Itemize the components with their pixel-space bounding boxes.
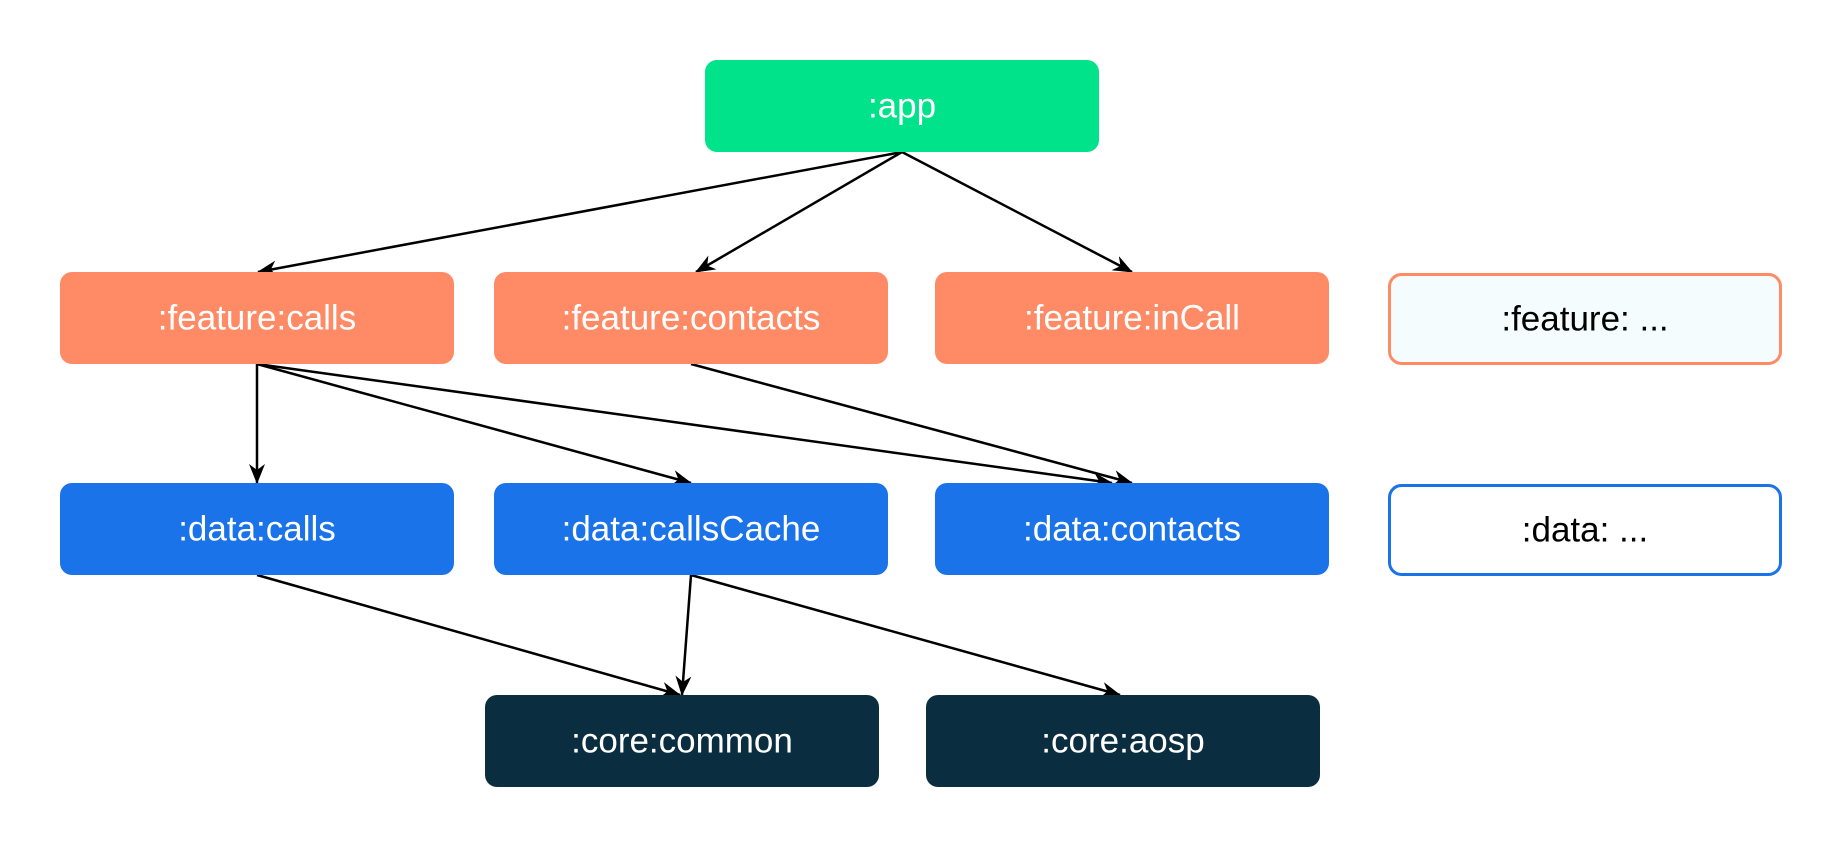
node-box-core-common	[485, 695, 879, 787]
node-data-callscache: :data:callsCache	[494, 483, 888, 575]
node-label-core-common: :core:common	[571, 722, 793, 761]
edge-feature-contacts-to-data-contacts	[690, 362, 1133, 486]
edge-app-to-feature-calls	[257, 150, 903, 277]
edge-data-callscache-to-core-common	[675, 574, 693, 696]
node-box-data-callscache	[494, 483, 888, 575]
nodes-layer: :app :feature:calls :feature:contacts :feat…	[60, 60, 1782, 787]
edges-layer	[249, 150, 1133, 698]
node-label-app: :app	[868, 87, 936, 126]
node-app: :app	[705, 60, 1099, 152]
node-label-feature-calls: :feature:calls	[158, 299, 356, 338]
edge-feature-calls-to-data-contacts	[256, 362, 1113, 489]
node-label-feature-contacts: :feature:contacts	[562, 299, 821, 338]
node-data-contacts: :data:contacts	[935, 483, 1329, 575]
node-label-data-more: :data: ...	[1522, 511, 1648, 550]
edge-app-to-feature-incall	[901, 150, 1133, 274]
node-box-core-aosp	[926, 695, 1320, 787]
node-data-more: :data: ...	[1388, 484, 1782, 576]
node-feature-contacts: :feature:contacts	[494, 272, 888, 364]
node-box-feature-more	[1388, 273, 1782, 365]
node-label-data-calls: :data:calls	[178, 510, 336, 549]
edge-feature-calls-to-data-callscache	[256, 362, 692, 486]
node-box-feature-contacts	[494, 272, 888, 364]
node-box-data-more	[1388, 484, 1782, 576]
node-box-data-calls	[60, 483, 454, 575]
edge-app-to-feature-contacts	[695, 150, 903, 274]
node-label-data-callscache: :data:callsCache	[562, 510, 821, 549]
node-feature-more: :feature: ...	[1388, 273, 1782, 365]
node-label-feature-more: :feature: ...	[1501, 300, 1668, 339]
node-box-feature-incall	[935, 272, 1329, 364]
node-feature-incall: :feature:inCall	[935, 272, 1329, 364]
node-box-app	[705, 60, 1099, 152]
node-feature-calls: :feature:calls	[60, 272, 454, 364]
node-core-common: :core:common	[485, 695, 879, 787]
node-core-aosp: :core:aosp	[926, 695, 1320, 787]
node-label-data-contacts: :data:contacts	[1023, 510, 1241, 549]
edge-data-callscache-to-core-aosp	[690, 573, 1121, 698]
node-data-calls: :data:calls	[60, 483, 454, 575]
node-label-core-aosp: :core:aosp	[1041, 722, 1204, 761]
node-box-feature-calls	[60, 272, 454, 364]
node-box-data-contacts	[935, 483, 1329, 575]
node-label-feature-incall: :feature:inCall	[1024, 299, 1240, 338]
edge-data-calls-to-core-common	[256, 573, 681, 698]
